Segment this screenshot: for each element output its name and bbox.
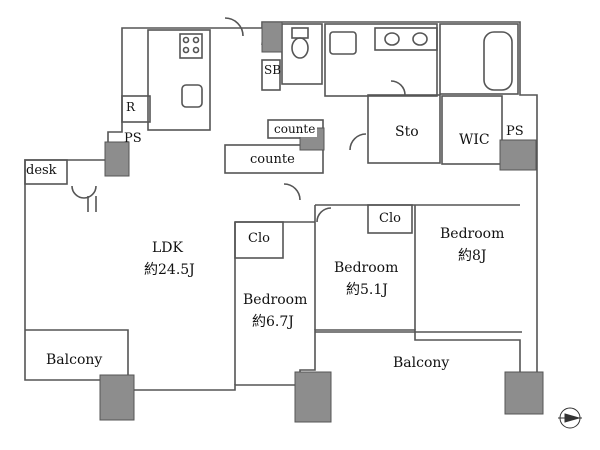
- bathtub: [483, 31, 513, 91]
- ldk-size: 約24.5J: [144, 262, 195, 278]
- bedroom-right-name: Bedroom: [440, 226, 505, 242]
- closet-left-label: Clo: [248, 231, 270, 246]
- bedroom-mid-name: Bedroom: [334, 260, 399, 276]
- counter-lower: [224, 144, 324, 174]
- washroom: [324, 23, 438, 97]
- storage-label: Sto: [395, 124, 419, 140]
- ps-right-label: PS: [506, 124, 524, 139]
- compass-icon: [558, 407, 582, 429]
- bedroom-mid-size: 約5.1J: [346, 282, 388, 298]
- shoe-box-label: SB: [264, 63, 282, 77]
- wall-block: [261, 21, 283, 53]
- desk-label: desk: [26, 163, 57, 178]
- walk-in-closet: [441, 95, 503, 165]
- closet-right: [367, 204, 413, 234]
- pillar: [294, 371, 332, 423]
- kitchen-counter: [147, 29, 211, 131]
- ldk-name: LDK: [152, 240, 183, 256]
- storage: [367, 94, 441, 164]
- vanity: [374, 27, 438, 51]
- closet-left: [234, 221, 284, 259]
- fridge-space: [121, 95, 151, 123]
- balcony-right-label: Balcony: [393, 355, 450, 371]
- desk-area: [24, 159, 68, 185]
- pillar: [99, 374, 135, 421]
- pillar: [499, 139, 537, 171]
- bedroom-left-size: 約6.7J: [252, 314, 294, 330]
- sink: [181, 84, 203, 108]
- counter-bottom-label: counte: [250, 152, 295, 167]
- pillar: [504, 371, 544, 415]
- shoe-box: [261, 59, 281, 91]
- pillar: [104, 141, 130, 177]
- counter-top-label: counte: [272, 122, 318, 137]
- bedroom-right-wall: [414, 204, 520, 330]
- balcony-left-label: Balcony: [46, 352, 103, 368]
- bathroom: [439, 23, 519, 95]
- ps-left-label: PS: [124, 131, 142, 146]
- bedroom-right-size: 約8J: [458, 248, 487, 264]
- fridge-label: R: [126, 100, 136, 114]
- balcony-line-left: [25, 329, 129, 380]
- toilet-room: [281, 23, 323, 85]
- bedroom-left-name: Bedroom: [243, 292, 308, 308]
- closet-right-label: Clo: [379, 211, 401, 226]
- stove: [179, 33, 203, 59]
- wic-label: WIC: [459, 132, 490, 148]
